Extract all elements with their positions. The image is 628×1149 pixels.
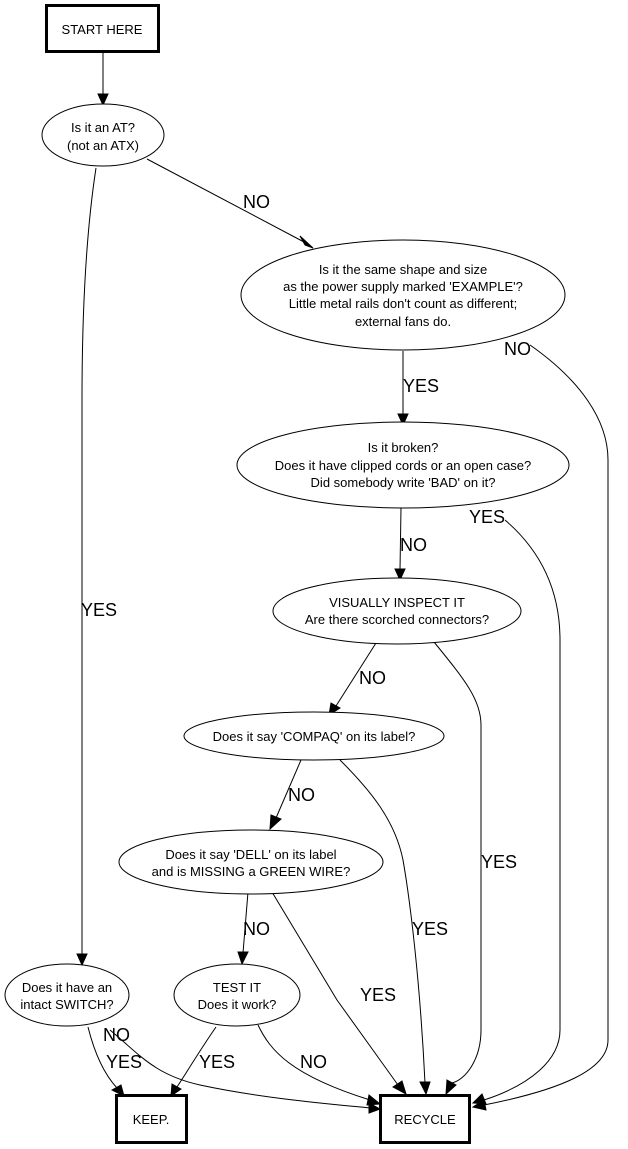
arrowhead	[397, 413, 409, 427]
svg-text:(not an ATX): (not an ATX)	[67, 138, 139, 153]
node-recycle: RECYCLE	[379, 1094, 471, 1144]
svg-text:Did somebody write 'BAD' on it: Did somebody write 'BAD' on it?	[311, 475, 496, 490]
edge-dell-to-recycle	[271, 891, 399, 1086]
edge-compaq-to-recycle	[339, 759, 426, 1084]
svg-text:KEEP.: KEEP.	[133, 1112, 170, 1127]
edge-test-to-recycle	[257, 1024, 371, 1101]
svg-text:Is it broken?: Is it broken?	[368, 440, 439, 455]
edge-switch-to-recycle	[109, 1029, 371, 1109]
svg-text:Is it the same shape and size: Is it the same shape and size	[319, 262, 487, 277]
edge-compaq-to-dell	[275, 759, 302, 819]
edge-dell-to-test	[242, 891, 249, 954]
node-is-it-an-at: Is it an AT? (not an ATX)	[41, 103, 165, 167]
edge-label-no: NO	[243, 919, 270, 939]
edge-label-yes: YES	[106, 1052, 142, 1072]
arrowhead	[471, 1093, 487, 1105]
node-is-it-broken: Is it broken? Does it have clipped cords…	[236, 421, 570, 509]
arrowhead	[419, 1081, 431, 1096]
edge-label-yes: YES	[403, 376, 439, 396]
edge-broken-to-inspect	[399, 507, 402, 571]
edge-same-shape-to-recycle	[483, 344, 609, 1106]
arrowhead	[110, 1084, 125, 1097]
arrowhead	[76, 953, 88, 967]
node-keep: KEEP.	[115, 1094, 188, 1144]
svg-text:Does it have an: Does it have an	[22, 980, 112, 995]
arrowhead	[366, 1094, 382, 1106]
edge-label-no: NO	[400, 535, 427, 555]
svg-text:intact SWITCH?: intact SWITCH?	[20, 997, 113, 1012]
edge-at-to-switch	[81, 167, 97, 955]
node-test-it: TEST IT Does it work?	[173, 963, 301, 1027]
svg-text:RECYCLE: RECYCLE	[394, 1112, 456, 1127]
edge-label-yes: YES	[360, 985, 396, 1005]
svg-text:external fans do.: external fans do.	[355, 314, 451, 329]
edge-label-yes: YES	[81, 600, 117, 620]
arrowhead	[392, 1080, 407, 1096]
arrowhead	[368, 1102, 382, 1114]
arrowhead	[170, 1083, 182, 1098]
edge-label-no: NO	[288, 785, 315, 805]
edge-label-yes: YES	[469, 507, 505, 527]
edge-label-no: NO	[243, 192, 270, 212]
svg-text:Does it work?: Does it work?	[198, 997, 277, 1012]
svg-text:START HERE: START HERE	[62, 22, 143, 37]
node-same-shape: Is it the same shape and size as the pow…	[240, 239, 566, 351]
edge-broken-to-recycle	[483, 519, 561, 1101]
svg-text:Little metal rails don't count: Little metal rails don't count as differ…	[289, 296, 517, 311]
svg-text:Does it say 'COMPAQ' on its la: Does it say 'COMPAQ' on its label?	[213, 729, 416, 744]
svg-text:Is it an AT?: Is it an AT?	[71, 120, 135, 135]
arrowhead	[237, 951, 249, 966]
svg-text:as the power supply marked 'EX: as the power supply marked 'EXAMPLE'?	[283, 279, 523, 294]
svg-text:TEST IT: TEST IT	[213, 980, 261, 995]
svg-text:Does it have clipped cords or: Does it have clipped cords or an open ca…	[275, 458, 532, 473]
arrowhead	[269, 814, 282, 831]
svg-text:VISUALLY INSPECT IT: VISUALLY INSPECT IT	[329, 595, 465, 610]
node-intact-switch: Does it have an intact SWITCH?	[4, 963, 130, 1027]
node-visually-inspect: VISUALLY INSPECT IT Are there scorched c…	[272, 577, 522, 645]
edge-switch-to-keep	[87, 1026, 118, 1089]
node-compaq: Does it say 'COMPAQ' on its label?	[183, 711, 445, 761]
edge-label-no: NO	[359, 668, 386, 688]
edge-label-yes: YES	[199, 1052, 235, 1072]
svg-text:and is MISSING a GREEN WIRE?: and is MISSING a GREEN WIRE?	[152, 864, 351, 879]
svg-text:Are there scorched connectors?: Are there scorched connectors?	[305, 612, 489, 627]
arrowhead	[299, 235, 314, 249]
arrowhead	[394, 568, 406, 582]
edge-label-no: NO	[103, 1025, 130, 1045]
edge-inspect-to-compaq	[335, 642, 377, 707]
edge-label-yes: YES	[412, 919, 448, 939]
arrowhead	[445, 1079, 457, 1096]
arrowhead	[97, 93, 109, 107]
edge-label-no: NO	[504, 339, 531, 359]
edge-label-yes: YES	[481, 852, 517, 872]
edges: NO YES YES NO NO YES NO YES NO YES NO	[76, 52, 609, 1114]
nodes: START HERE Is it an AT? (not an ATX) Is …	[4, 4, 570, 1144]
edge-at-to-same-shape	[146, 158, 305, 243]
edge-inspect-to-recycle	[433, 641, 482, 1084]
node-start-here: START HERE	[45, 4, 160, 53]
svg-text:Does it say 'DELL' on its labe: Does it say 'DELL' on its label	[165, 847, 336, 862]
node-dell: Does it say 'DELL' on its label and is M…	[118, 829, 384, 895]
edge-test-to-keep	[176, 1026, 217, 1088]
edge-label-no: NO	[300, 1052, 327, 1072]
